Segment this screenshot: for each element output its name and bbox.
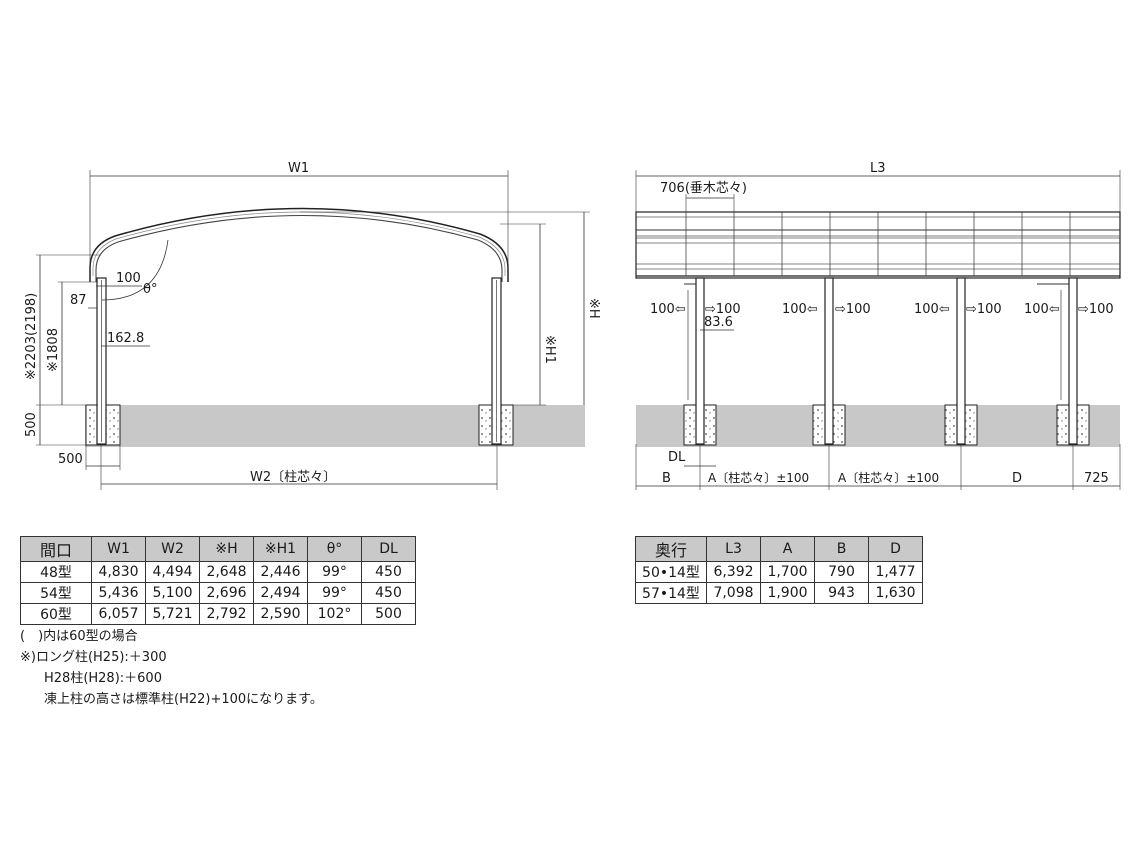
arrow-label-3l: 100⇦ (914, 302, 950, 317)
dim-706: 706(垂木芯々) (660, 181, 747, 196)
table-cell: 1,477 (868, 561, 923, 583)
dim-162-8: 162.8 (107, 331, 144, 346)
table-cell: 50•14型 (635, 561, 707, 583)
table-cell: 450 (361, 561, 416, 583)
table-cell: 1,900 (760, 582, 815, 604)
side-post-1 (695, 277, 705, 445)
side-post-3 (956, 277, 966, 445)
dim-w1: W1 (288, 161, 309, 176)
table-header-cell: W2 (145, 536, 200, 562)
arrow-label-2r: ⇨100 (835, 302, 871, 317)
table-cell: 2,648 (199, 561, 254, 583)
front-view: θ° W1 W2〔柱芯々〕 500 500 ※2203(2198) ※1808 … (24, 161, 601, 490)
note-line: ( )内は60型の場合 (20, 629, 138, 644)
table-cell: 2,494 (253, 582, 308, 604)
table-row: 48型 4,830 4,494 2,648 2,446 99° 450 (20, 561, 416, 583)
notes: ( )内は60型の場合 ※)ロング柱(H25):＋300 H28柱(H28):＋… (20, 626, 323, 710)
side-ground (636, 405, 1120, 447)
table-header-cell: DL (361, 536, 416, 562)
arrow-label-1l: 100⇦ (650, 302, 686, 317)
side-post-4 (1068, 277, 1078, 445)
table-cell: 6,057 (91, 603, 146, 625)
table-header-cell: ※H (199, 536, 254, 562)
dim-725: 725 (1084, 471, 1109, 486)
arrow-label-3r: ⇨100 (966, 302, 1002, 317)
dim-a-1: A〔柱芯々〕±100 (708, 470, 809, 485)
table-row: 60型 6,057 5,721 2,792 2,590 102° 500 (20, 603, 416, 625)
dim-b: B (662, 471, 671, 486)
note-line: 凍上柱の高さは標準柱(H22)+100になります。 (44, 692, 323, 707)
table-cell: 5,721 (145, 603, 200, 625)
dim-1808: ※1808 (46, 328, 61, 372)
arrow-label-4r: ⇨100 (1078, 302, 1114, 317)
note-line: ※)ロング柱(H25):＋300 (20, 650, 167, 665)
table-header-cell: θ° (307, 536, 362, 562)
note-line: H28柱(H28):＋600 (44, 671, 162, 686)
table-cell: 4,830 (91, 561, 146, 583)
table-header-row: 間口 W1 W2 ※H ※H1 θ° DL (20, 536, 416, 562)
table-row: 54型 5,436 5,100 2,696 2,494 99° 450 (20, 582, 416, 604)
table-cell: 2,696 (199, 582, 254, 604)
spec-table-depth: 奥行 L3 A B D 50•14型 6,392 1,700 790 1,477… (635, 536, 923, 604)
table-cell: 2,446 (253, 561, 308, 583)
table-header-cell: B (814, 536, 869, 562)
dim-dl: DL (668, 450, 686, 465)
table-cell: 943 (814, 582, 869, 604)
table-cell: 2,590 (253, 603, 308, 625)
dim-83-6: 83.6 (704, 315, 733, 330)
table-header-cell: L3 (706, 536, 761, 562)
table-row: 57•14型 7,098 1,900 943 1,630 (635, 582, 923, 604)
table-cell: 4,494 (145, 561, 200, 583)
front-roof-outer (89, 207, 509, 282)
table-row: 50•14型 6,392 1,700 790 1,477 (635, 561, 923, 583)
table-header-row: 奥行 L3 A B D (635, 536, 923, 562)
dim-h1: ※H1 (542, 335, 557, 364)
table-cell: 99° (307, 561, 362, 583)
dim-d: D (1012, 471, 1022, 486)
table-cell: 1,700 (760, 561, 815, 583)
theta-arc (101, 239, 169, 301)
theta-label: θ° (143, 282, 157, 297)
dim-2203: ※2203(2198) (24, 293, 39, 380)
table-cell: 54型 (20, 582, 92, 604)
dim-100: 100 (116, 271, 141, 286)
table-cell: 5,100 (145, 582, 200, 604)
table-cell: 450 (361, 582, 416, 604)
dim-87: 87 (70, 293, 87, 308)
table-header-cell: D (868, 536, 923, 562)
dim-h: ※H (586, 298, 601, 319)
table-cell: 99° (307, 582, 362, 604)
dim-w2: W2〔柱芯々〕 (250, 470, 336, 485)
side-post-2 (824, 277, 834, 445)
table-cell: 6,392 (706, 561, 761, 583)
front-roof-inner (95, 214, 503, 282)
table-cell: 7,098 (706, 582, 761, 604)
dim-500-horizontal: 500 (58, 452, 83, 467)
table-cell: 2,792 (199, 603, 254, 625)
table-header-cell: ※H1 (253, 536, 308, 562)
side-view: 100⇦ ⇨100 100⇦ ⇨100 100⇦ ⇨100 100⇦ ⇨100 … (635, 161, 1121, 490)
table-cell: 5,436 (91, 582, 146, 604)
dim-500-vertical: 500 (24, 412, 39, 437)
table-cell: 60型 (20, 603, 92, 625)
table-cell: 57•14型 (635, 582, 707, 604)
dim-l3: L3 (870, 161, 886, 176)
table-header-cell: 奥行 (635, 536, 707, 562)
table-header-cell: 間口 (20, 536, 92, 562)
table-cell: 48型 (20, 561, 92, 583)
table-cell: 1,630 (868, 582, 923, 604)
spec-table-frontage: 間口 W1 W2 ※H ※H1 θ° DL 48型 4,830 4,494 2,… (20, 536, 416, 625)
arrow-label-2l: 100⇦ (782, 302, 818, 317)
table-header-cell: W1 (91, 536, 146, 562)
table-cell: 102° (307, 603, 362, 625)
table-cell: 500 (361, 603, 416, 625)
arrow-label-1r: ⇨100 (705, 302, 741, 317)
table-header-cell: A (760, 536, 815, 562)
dim-a-2: A〔柱芯々〕±100 (838, 470, 939, 485)
arrow-label-4l: 100⇦ (1024, 302, 1060, 317)
table-cell: 790 (814, 561, 869, 583)
